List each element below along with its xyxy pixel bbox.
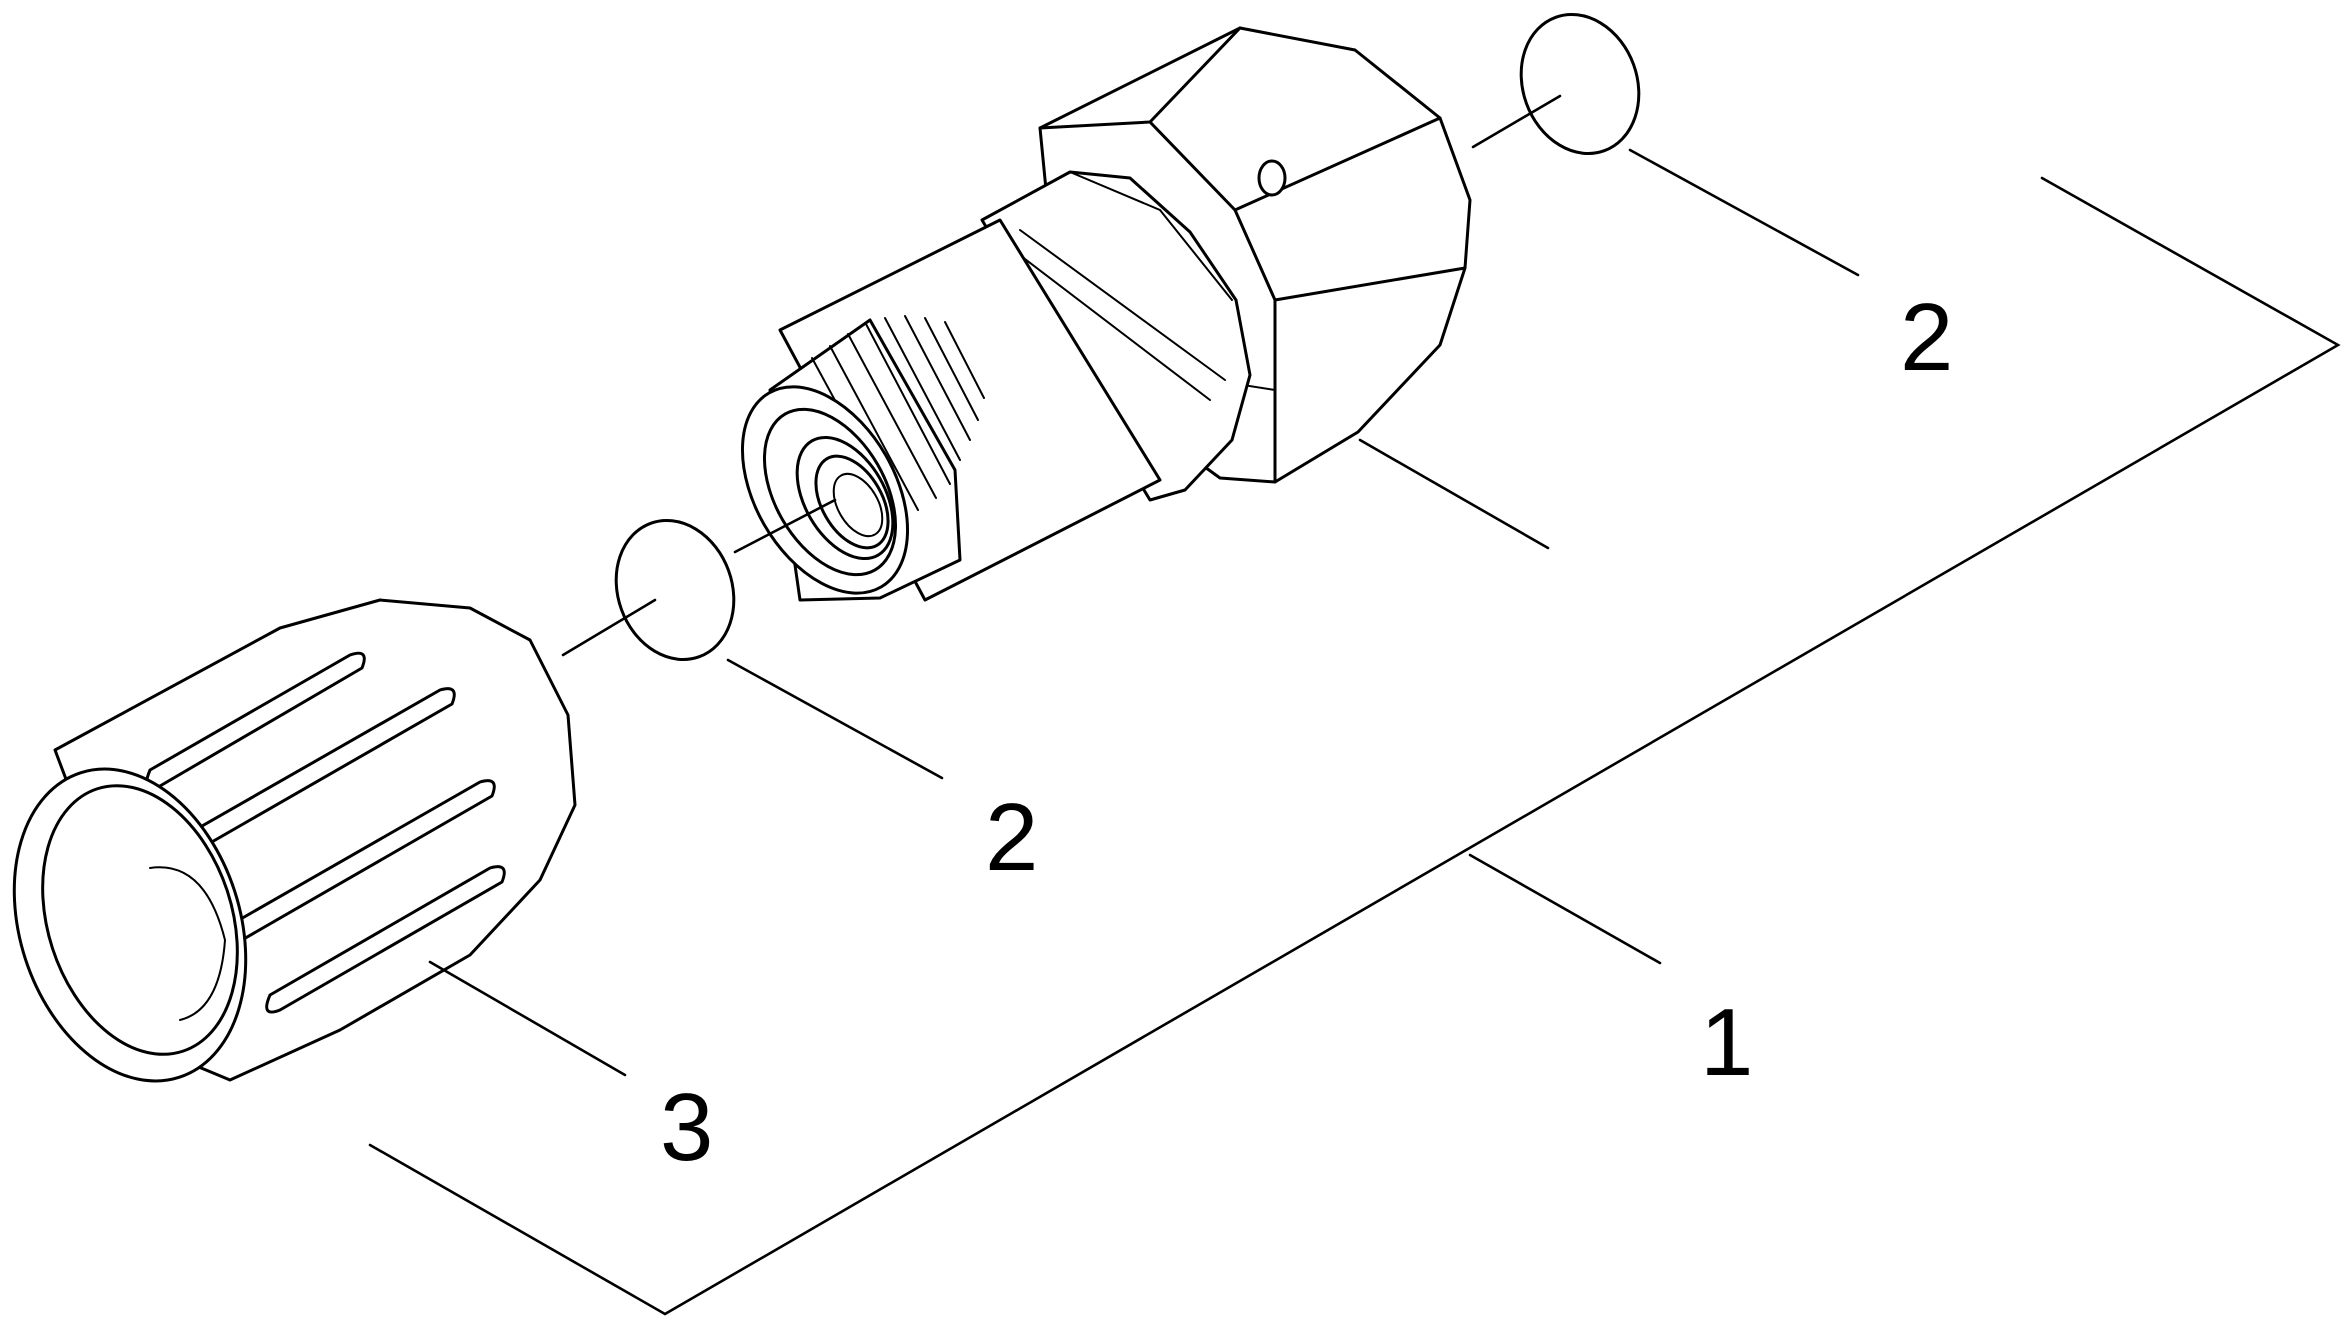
thread-lines — [811, 315, 985, 521]
callout-2-lower-leader — [726, 658, 944, 780]
knob-nut — [12, 598, 627, 1083]
threaded-fitting — [733, 26, 1550, 602]
callout-3: 3 — [660, 1074, 713, 1181]
fitting-axis-leader — [1358, 438, 1550, 550]
callout-3-leader — [428, 960, 627, 1077]
callout-1-leader — [1468, 853, 1662, 965]
callout-2-lower: 2 — [985, 784, 1038, 891]
o-ring-upper — [1471, 12, 1860, 277]
o-ring-lower — [561, 518, 944, 780]
callout-1: 1 — [1700, 989, 1753, 1096]
assembly-bracket — [368, 176, 2341, 1316]
callout-2-upper: 2 — [1900, 284, 1953, 391]
callout-2-upper-leader — [1628, 148, 1860, 277]
